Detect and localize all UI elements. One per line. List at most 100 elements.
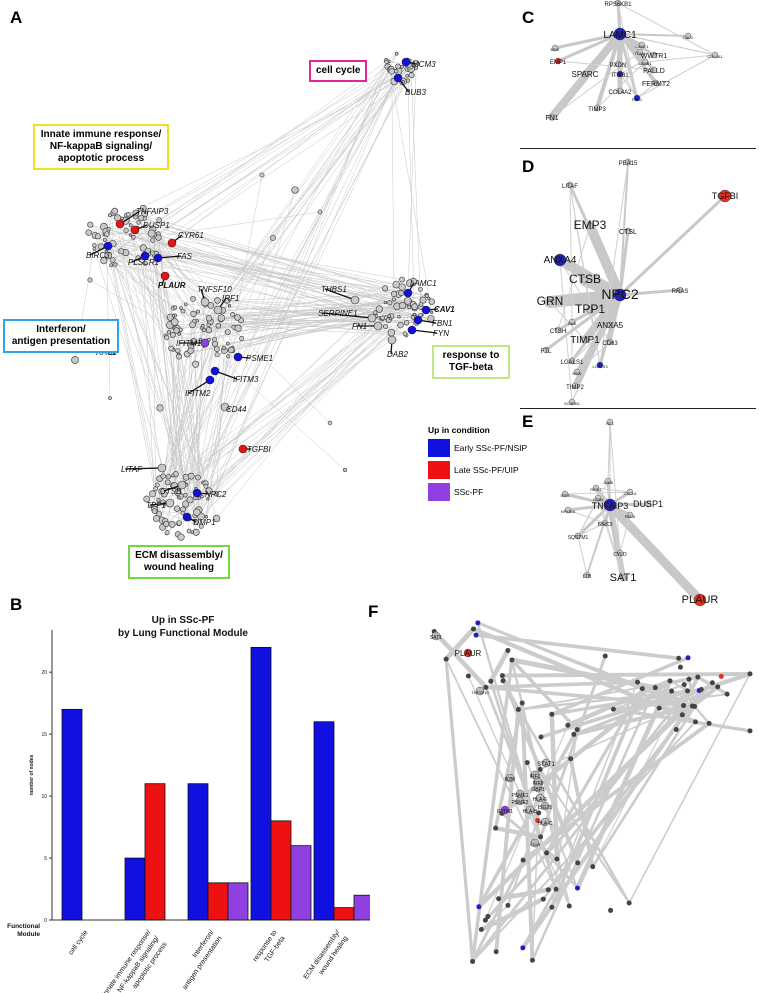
network-node-timp1	[182, 512, 192, 522]
gene-label: TIMP2	[566, 385, 584, 391]
network-node	[156, 404, 164, 412]
network-node-tpp1	[165, 498, 175, 508]
network-node-cd44	[220, 402, 230, 412]
network-node	[398, 290, 405, 296]
network-edge	[388, 61, 432, 313]
network-node	[499, 673, 505, 679]
network-edge	[573, 689, 689, 736]
network-node	[616, 70, 624, 78]
bar-ssc-pf	[227, 882, 249, 921]
network-node	[644, 500, 652, 508]
network-node	[638, 41, 646, 49]
network-node	[400, 64, 404, 69]
network-edge	[476, 622, 542, 838]
network-node	[443, 656, 449, 662]
network-node	[574, 727, 580, 733]
gene-label-cyr61: CYR61	[178, 231, 204, 240]
network-node	[427, 296, 431, 300]
network-node	[104, 231, 110, 237]
gene-label: GRN	[537, 294, 564, 308]
bar-early-ssc-pf-nsip	[124, 857, 146, 921]
network-edge	[599, 161, 629, 366]
network-node	[126, 212, 131, 217]
network-node	[652, 685, 658, 691]
legend-swatch	[428, 483, 450, 501]
network-node	[483, 684, 489, 690]
gene-label: CAV1	[683, 35, 694, 40]
network-node	[395, 63, 401, 70]
network-edge	[198, 307, 410, 511]
network-edge	[190, 68, 392, 351]
network-node	[411, 303, 418, 310]
network-node	[190, 296, 196, 302]
network-edge	[112, 259, 176, 316]
network-node	[207, 302, 215, 309]
network-node	[566, 181, 574, 189]
module-interferon-line1: Interferon/	[36, 324, 86, 335]
panel-label-d: D	[522, 157, 535, 176]
network-node	[106, 227, 111, 232]
network-edge	[140, 217, 155, 510]
network-edge	[471, 859, 525, 963]
legend-label: SSc-PF	[454, 487, 484, 497]
gene-label: CXCL8	[624, 491, 638, 496]
network-node-birc3	[103, 241, 113, 251]
network-node	[652, 79, 660, 87]
network-edge	[159, 219, 402, 294]
network-node	[394, 51, 399, 56]
gene-label: COL4A1	[707, 54, 723, 59]
network-node	[109, 263, 114, 268]
network-node	[129, 223, 133, 227]
network-edge	[573, 703, 693, 737]
network-node	[227, 346, 235, 354]
network-node	[536, 810, 542, 816]
network-node	[136, 220, 141, 225]
network-node	[186, 496, 194, 504]
network-edge	[192, 81, 404, 533]
network-edge	[557, 60, 655, 71]
network-edge	[144, 263, 179, 493]
network-edge	[110, 265, 160, 515]
network-node	[568, 398, 576, 406]
network-node	[493, 825, 499, 831]
network-edge	[152, 252, 395, 295]
network-node	[505, 647, 511, 653]
network-node-mcm3	[401, 57, 411, 67]
network-edge	[138, 66, 399, 223]
network-node-stat1	[541, 758, 551, 768]
network-node-cav1	[421, 305, 431, 315]
network-edge	[618, 32, 647, 64]
network-edge	[182, 63, 416, 510]
network-node	[509, 657, 515, 663]
y-tick-label: 15	[41, 732, 47, 738]
gene-label: ITGB1	[611, 73, 629, 79]
gene-label: SQSTM1	[568, 535, 589, 541]
network-node	[692, 703, 698, 709]
network-edge	[617, 63, 638, 99]
network-edge	[155, 70, 397, 255]
network-node	[650, 51, 658, 59]
network-node-hla-c	[540, 817, 550, 827]
network-node	[724, 691, 730, 697]
network-node	[500, 678, 506, 684]
gene-label: RIPK1	[590, 487, 602, 492]
network-edge	[130, 224, 397, 285]
network-node	[387, 314, 391, 318]
gene-label-timp1: TIMP1	[192, 518, 216, 527]
network-node	[130, 234, 136, 240]
network-node	[475, 620, 481, 626]
network-edge	[556, 32, 622, 63]
network-node	[667, 678, 673, 684]
hub-node	[603, 498, 617, 512]
network-node	[174, 488, 182, 496]
network-node	[430, 310, 434, 314]
network-node	[154, 482, 160, 488]
network-node	[87, 221, 94, 228]
hub-label: LAMC1	[603, 30, 637, 41]
network-node	[184, 302, 188, 307]
network-edge	[569, 184, 601, 366]
network-edge	[498, 887, 549, 901]
network-panel-d: PEA15LITAFTGFBIEMP3CTSLANXA4CTSBGRNTPP1A…	[537, 158, 738, 406]
network-node	[581, 336, 589, 344]
network-edge	[595, 32, 622, 110]
